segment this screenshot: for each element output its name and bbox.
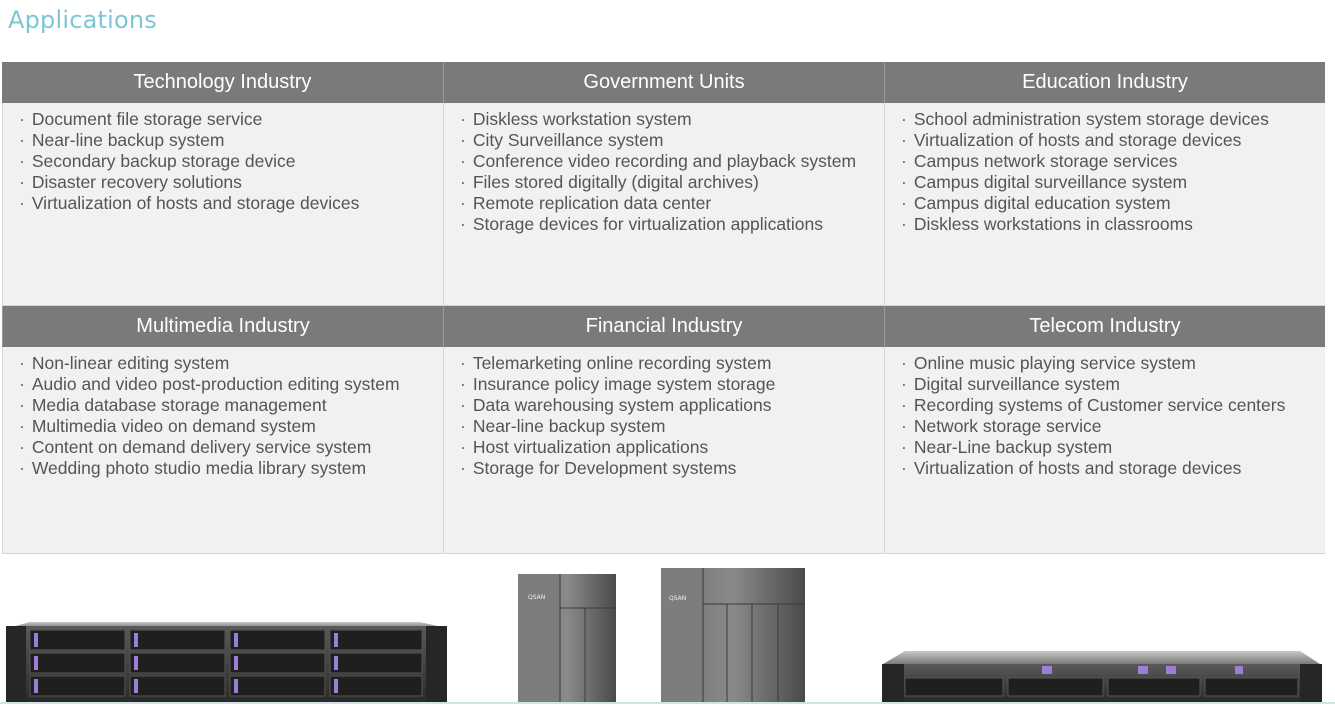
list-item: Document file storage service (19, 109, 443, 130)
list-item: Near-Line backup system (901, 437, 1325, 458)
list-item: Secondary backup storage device (19, 151, 443, 172)
applications-grid: Technology Industry Government Units Edu… (2, 62, 1325, 554)
list-item: School administration system storage dev… (901, 109, 1325, 130)
rack-server-1u-image (882, 651, 1322, 702)
rack-server-3u-image (6, 622, 447, 702)
list-item: Network storage service (901, 416, 1325, 437)
list-item: Content on demand delivery service syste… (19, 437, 443, 458)
list-item: Digital surveillance system (901, 374, 1325, 395)
product-lineup: QSAN QSAN (6, 568, 1322, 702)
list-item: Wedding photo studio media library syste… (19, 458, 443, 479)
list-item: Host virtualization applications (460, 437, 884, 458)
industry-header-telecom: Telecom Industry (884, 306, 1325, 347)
list-item: Non-linear editing system (19, 353, 443, 374)
list-item: Campus digital surveillance system (901, 172, 1325, 193)
brand-logo: QSAN (528, 594, 545, 601)
list-item: Storage devices for virtualization appli… (460, 214, 884, 235)
industry-list-financial: Telemarketing online recording system In… (443, 347, 884, 554)
list-item: Files stored digitally (digital archives… (460, 172, 884, 193)
list-item: Recording systems of Customer service ce… (901, 395, 1325, 416)
tower-4-bay-image: QSAN (518, 574, 616, 702)
list-item: Conference video recording and playback … (460, 151, 884, 172)
page-title: Applications (8, 6, 158, 34)
list-item: Insurance policy image system storage (460, 374, 884, 395)
industry-header-multimedia: Multimedia Industry (2, 306, 443, 347)
list-item: Diskless workstation system (460, 109, 884, 130)
list-item: Near-line backup system (19, 130, 443, 151)
list-item: Media database storage management (19, 395, 443, 416)
industry-header-government: Government Units (443, 62, 884, 103)
list-item: Campus digital education system (901, 193, 1325, 214)
list-item: Telemarketing online recording system (460, 353, 884, 374)
industry-header-technology: Technology Industry (2, 62, 443, 103)
list-item: Disaster recovery solutions (19, 172, 443, 193)
list-item: Virtualization of hosts and storage devi… (901, 130, 1325, 151)
list-item: Audio and video post-production editing … (19, 374, 443, 395)
floor-line (0, 702, 1335, 704)
list-item: Virtualization of hosts and storage devi… (19, 193, 443, 214)
list-item: Diskless workstations in classrooms (901, 214, 1325, 235)
list-item: City Surveillance system (460, 130, 884, 151)
list-item: Near-line backup system (460, 416, 884, 437)
list-item: Campus network storage services (901, 151, 1325, 172)
industry-header-education: Education Industry (884, 62, 1325, 103)
list-item: Virtualization of hosts and storage devi… (901, 458, 1325, 479)
industry-list-telecom: Online music playing service system Digi… (884, 347, 1325, 554)
industry-header-financial: Financial Industry (443, 306, 884, 347)
tower-5-bay-image: QSAN (661, 568, 805, 702)
list-item: Multimedia video on demand system (19, 416, 443, 437)
list-item: Online music playing service system (901, 353, 1325, 374)
industry-list-education: School administration system storage dev… (884, 103, 1325, 306)
list-item: Remote replication data center (460, 193, 884, 214)
industry-list-multimedia: Non-linear editing system Audio and vide… (2, 347, 443, 554)
list-item: Data warehousing system applications (460, 395, 884, 416)
list-item: Storage for Development systems (460, 458, 884, 479)
industry-list-government: Diskless workstation system City Surveil… (443, 103, 884, 306)
industry-list-technology: Document file storage service Near-line … (2, 103, 443, 306)
brand-logo: QSAN (669, 595, 686, 602)
